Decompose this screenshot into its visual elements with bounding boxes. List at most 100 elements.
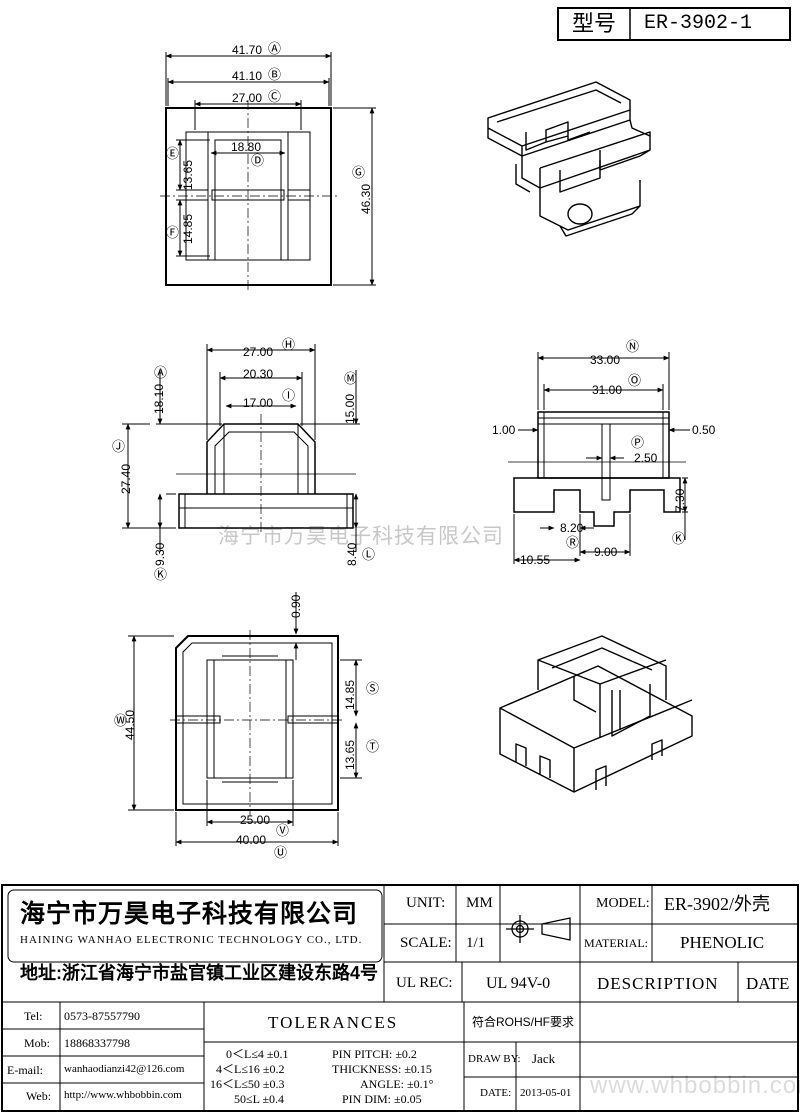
dim-top-g-tag: Ⓖ [352, 165, 366, 180]
dim-side-n: 33.00 [590, 353, 621, 367]
model-value: ER-3902/外壳 [664, 894, 770, 914]
dim-front-h-tag: Ⓗ [282, 337, 296, 352]
scale-label: SCALE: [400, 935, 452, 951]
tel-label: Tel: [24, 1009, 43, 1023]
dim-side-r: 8.20 [560, 521, 584, 535]
dim-front-a: 18.10 [152, 383, 166, 414]
dim-bottom-u: 40.00 [236, 833, 267, 847]
dim-bottom-v: 25.00 [240, 813, 271, 827]
watermark-company: 海宁市万昊电子科技有限公司 [218, 525, 504, 548]
isometric-view-top [487, 81, 651, 237]
dim-top-e: 13.65 [181, 159, 195, 190]
dim-top-g: 46.30 [359, 183, 373, 214]
bottom-view-dimension-lines [128, 592, 362, 846]
material-label: MATERIAL: [584, 936, 648, 950]
dim-side-o-tag: Ⓞ [628, 373, 642, 388]
dim-front-a-tag: Ⓐ [154, 365, 168, 380]
email-value[interactable]: wanhaodianzi42@126.com [64, 1063, 185, 1075]
projection-symbol-icon [506, 915, 571, 943]
tolerance-row-4: 50≤L ±0.4 [234, 1092, 285, 1106]
ulrec-label: UL REC: [396, 975, 453, 991]
draw-by-label: DRAW BY: [468, 1053, 521, 1065]
dim-bottom-top-gap: 0.90 [289, 594, 303, 618]
dim-side-k-tag: Ⓚ [672, 531, 686, 546]
dim-bottom-w-tag: Ⓦ [114, 713, 128, 728]
company-name-cn: 海宁市万昊电子科技有限公司 [20, 900, 359, 928]
dim-top-a-tag: Ⓐ [268, 41, 282, 56]
dim-top-d: 18.80 [231, 140, 262, 154]
company-address: 地址:浙江省海宁市盐官镇工业区建设东路4号 [20, 963, 379, 983]
dim-top-d-tag: Ⓓ [251, 153, 265, 168]
dim-front-m: 15.00 [343, 393, 357, 424]
dim-bottom-t: 13.65 [343, 739, 357, 770]
dim-top-f-tag: Ⓕ [166, 225, 180, 240]
top-view-outline [160, 100, 337, 292]
watermark-site: www.whbobbin.com [590, 1072, 800, 1099]
dim-front-m-tag: Ⓜ [344, 371, 358, 386]
dim-bottom-s-tag: Ⓢ [366, 681, 380, 696]
dim-top-a: 41.70 [232, 43, 263, 57]
dim-side-k: 7.30 [673, 488, 687, 512]
rohs-compliance: 符合ROHS/HF要求 [472, 1015, 575, 1029]
description-label: DESCRIPTION [597, 974, 719, 993]
model-box-value: ER-3902-1 [644, 12, 753, 35]
dim-front-j-tag: Ⓙ [112, 439, 126, 454]
dim-top-b: 41.10 [232, 69, 263, 83]
dim-front-k: 9.30 [153, 542, 167, 566]
pin-dim-tolerance: PIN DIM: ±0.05 [342, 1092, 422, 1106]
unit-label: UNIT: [406, 895, 446, 911]
company-name-en: HAINING WANHAO ELECTRONIC TECHNOLOGY CO.… [20, 934, 363, 946]
isometric-view-bottom [499, 635, 693, 793]
dim-top-e-tag: Ⓔ [166, 146, 180, 161]
front-view-outline [166, 414, 356, 534]
dim-top-b-tag: Ⓑ [268, 67, 282, 82]
front-view-dimension-lines [122, 344, 360, 552]
bottom-view-outline [170, 630, 344, 816]
side-view-dimension-lines [513, 352, 690, 564]
dim-bottom-u-tag: Ⓤ [274, 845, 288, 860]
dim-side-s2: 10.55 [520, 553, 551, 567]
scale-value: 1/1 [466, 935, 486, 951]
dim-side-s1: 9.00 [594, 545, 618, 559]
dim-front-w1: 20.30 [243, 367, 274, 381]
dim-front-i-tag: Ⓘ [282, 388, 296, 403]
dim-front-l-tag: Ⓛ [362, 547, 376, 562]
tel-value: 0573-87557790 [64, 1009, 140, 1023]
dim-side-right-gap: 0.50 [692, 423, 716, 437]
tolerance-row-1: 0＜L≤4 ±0.1 [226, 1047, 289, 1061]
model-box-label: 型号 [572, 11, 617, 36]
dim-bottom-v-tag: Ⓥ [276, 823, 290, 838]
dim-front-k-tag: Ⓚ [154, 567, 168, 582]
model-label: MODEL: [596, 896, 650, 911]
dim-side-n-tag: Ⓝ [626, 339, 640, 354]
web-value[interactable]: http://www.whbobbin.com [64, 1089, 182, 1101]
dim-top-f: 14.85 [181, 213, 195, 244]
title-block-grid [1, 7, 799, 1112]
date-field-label: DATE: [480, 1087, 512, 1099]
dim-front-j: 27.40 [119, 463, 133, 494]
tolerance-row-3: 16＜L≤50 ±0.3 [210, 1077, 285, 1091]
draw-by-value: Jack [532, 1051, 556, 1066]
dim-side-r-tag: Ⓡ [566, 535, 580, 550]
ulrec-value: UL 94V-0 [486, 975, 551, 992]
date-field-value: 2013-05-01 [520, 1087, 572, 1099]
tolerances-label: TOLERANCES [268, 1013, 399, 1032]
material-value: PHENOLIC [680, 933, 765, 952]
dim-side-o: 31.00 [592, 383, 623, 397]
dim-side-p: 2.50 [634, 451, 658, 465]
dim-bottom-t-tag: Ⓣ [366, 739, 380, 754]
dim-side-p-tag: Ⓟ [631, 435, 645, 450]
unit-value: MM [466, 895, 493, 911]
pin-pitch-tolerance: PIN PITCH: ±0.2 [332, 1047, 417, 1061]
date-header-label: DATE [746, 974, 790, 993]
dim-bottom-s: 14.85 [343, 679, 357, 710]
side-view-outline [508, 411, 686, 527]
dim-front-h: 27.00 [243, 345, 274, 359]
email-label: E-mail: [7, 1063, 43, 1077]
dim-top-c: 27.00 [232, 91, 263, 105]
top-view-dimension-lines [165, 52, 376, 286]
angle-tolerance: ANGLE: ±0.1° [360, 1077, 434, 1091]
web-label: Web: [26, 1089, 52, 1103]
thickness-tolerance: THICKNESS: ±0.15 [332, 1062, 432, 1076]
